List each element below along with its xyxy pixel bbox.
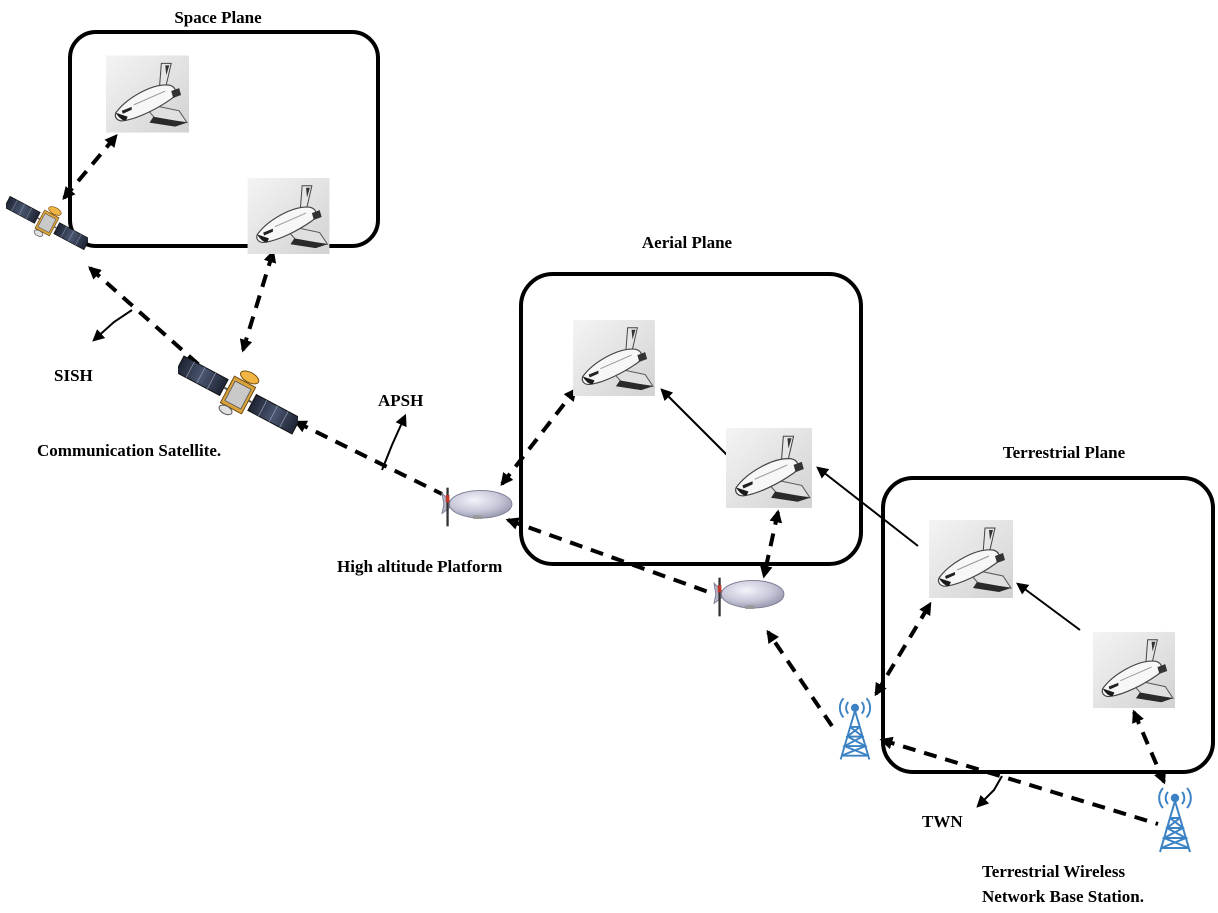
communication-satellite-label: Communication Satellite. xyxy=(37,441,221,460)
small-satellite-icon xyxy=(6,190,88,256)
base-station-tower-icon xyxy=(838,697,872,761)
base-station-label-line1: Terrestrial Wireless xyxy=(982,862,1125,881)
link-towers-twn xyxy=(879,736,1159,826)
high-altitude-platform-label: High altitude Platform xyxy=(337,557,502,576)
arrow-shuttle-to-shuttle-aerial xyxy=(660,388,731,459)
link-satellite-shuttle xyxy=(62,134,118,200)
link-tower-shuttle xyxy=(874,601,932,697)
link-tower-hap2 xyxy=(766,629,834,728)
shuttle-icon xyxy=(726,428,812,508)
link-hap-shuttle xyxy=(500,387,577,487)
terrestrial-plane-label: Terrestrial Plane xyxy=(1003,443,1126,462)
base-station-tower-icon xyxy=(1158,787,1192,853)
twn-pointer xyxy=(976,775,1003,808)
arrow-terrestrial-internal xyxy=(1016,582,1081,631)
link-hap-hap xyxy=(505,517,715,596)
link-shuttle-hap2 xyxy=(759,509,783,579)
link-satellites-sish xyxy=(88,266,209,374)
sish-label: SISH xyxy=(54,366,93,385)
base-station-label-line2: Network Base Station. xyxy=(982,887,1144,906)
space-plane-label: Space Plane xyxy=(174,8,262,27)
link-shuttle-tower2 xyxy=(1132,709,1166,785)
apsh-label: APSH xyxy=(378,391,423,410)
apsh-pointer xyxy=(381,413,407,471)
twn-label: TWN xyxy=(922,812,963,831)
arrow-terrestrial-to-aerial xyxy=(816,466,919,547)
high-altitude-platform-icon xyxy=(440,486,514,528)
aerial-plane-label: Aerial Plane xyxy=(642,233,733,252)
shuttle-icon xyxy=(106,55,189,133)
shuttle-icon xyxy=(572,320,656,396)
shuttle-icon xyxy=(247,178,330,254)
sish-pointer xyxy=(92,309,133,342)
link-commsat-shuttle xyxy=(239,249,277,353)
shuttle-icon xyxy=(1093,631,1175,709)
high-altitude-platform-icon xyxy=(712,576,786,618)
link-commsat-hap xyxy=(293,420,443,496)
shuttle-icon xyxy=(929,520,1013,598)
